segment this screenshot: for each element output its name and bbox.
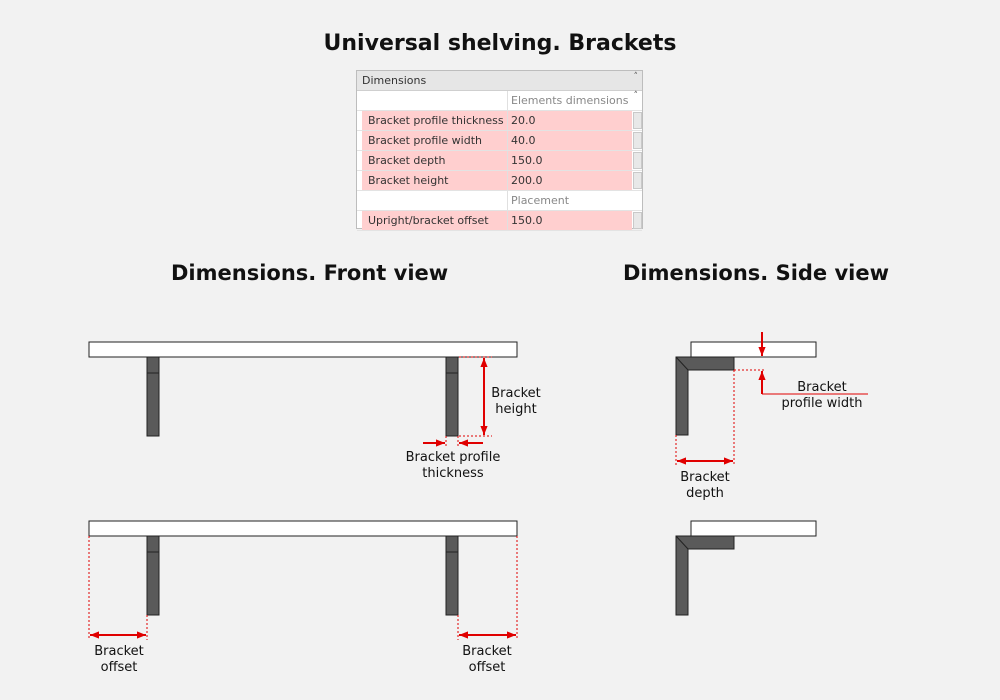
- bracket-joint: [675, 535, 689, 550]
- width-label: Bracket: [797, 380, 847, 395]
- panel-header-label: Dimensions: [362, 74, 427, 87]
- bracket-left: [146, 356, 160, 437]
- property-name: Bracket profile thickness: [362, 111, 507, 130]
- height-label: height: [495, 402, 536, 417]
- group-row: Placement: [357, 191, 642, 211]
- formula-button[interactable]: [633, 132, 642, 149]
- formula-button[interactable]: [633, 152, 642, 169]
- thickness-label: thickness: [422, 466, 484, 481]
- bracket-side-profile: [675, 535, 735, 616]
- bracket-side-profile: [675, 356, 735, 436]
- front-view-title: Dimensions. Front view: [171, 261, 449, 285]
- height-label: Bracket: [491, 386, 541, 401]
- property-value[interactable]: 200.0: [507, 171, 632, 190]
- offset-left-label: Bracket: [94, 644, 144, 659]
- page-title: Universal shelving. Brackets: [323, 31, 677, 56]
- group-row: Elements dimensions: [357, 91, 642, 111]
- panel-header[interactable]: Dimensions ˄˄: [357, 71, 642, 101]
- offset-right-label: offset: [469, 660, 506, 675]
- width-label: profile width: [781, 396, 862, 411]
- shelf-board-side: [690, 341, 817, 358]
- property-name: Upright/bracket offset: [362, 211, 507, 230]
- property-value[interactable]: 150.0: [507, 151, 632, 170]
- shelf-board: [88, 520, 518, 537]
- bracket-joint: [675, 356, 689, 371]
- side-view-title: Dimensions. Side view: [623, 261, 890, 285]
- property-name: Bracket profile width: [362, 131, 507, 150]
- formula-button[interactable]: [633, 172, 642, 189]
- property-value[interactable]: 40.0: [507, 131, 632, 150]
- group-label: Placement: [507, 191, 632, 210]
- collapse-icon[interactable]: ˄˄: [633, 72, 639, 101]
- depth-label: Bracket: [680, 470, 730, 485]
- bracket-right: [445, 535, 459, 616]
- bracket-left: [146, 535, 160, 616]
- depth-label: depth: [686, 486, 724, 501]
- property-name: Bracket height: [362, 171, 507, 190]
- property-value[interactable]: 150.0: [507, 211, 632, 230]
- property-name: Bracket depth: [362, 151, 507, 170]
- shelf-board: [88, 341, 518, 358]
- formula-button[interactable]: [633, 112, 642, 129]
- property-value[interactable]: 20.0: [507, 111, 632, 130]
- formula-button[interactable]: [633, 212, 642, 229]
- bracket-right: [445, 356, 459, 437]
- offset-left-label: offset: [101, 660, 138, 675]
- group-label: Elements dimensions: [507, 91, 632, 110]
- offset-right-label: Bracket: [462, 644, 512, 659]
- shelf-board-side: [690, 520, 817, 537]
- thickness-label: Bracket profile: [406, 450, 501, 465]
